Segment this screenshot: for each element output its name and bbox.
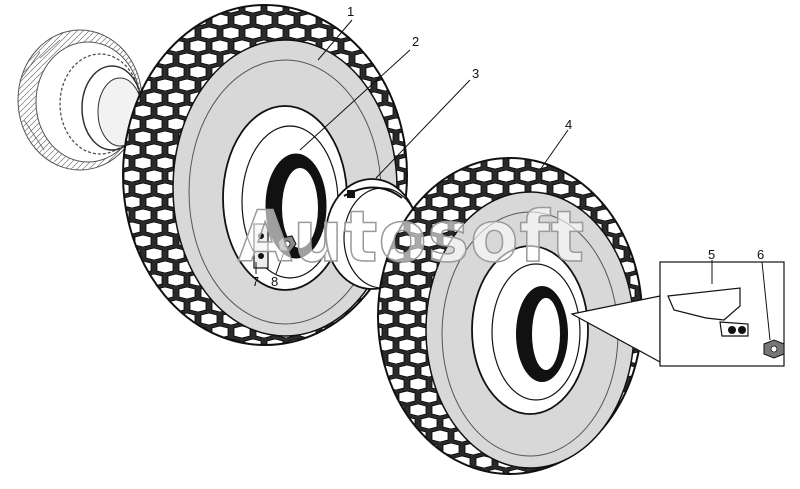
callout-3: 3 [472,66,480,81]
valve-assembly [253,223,297,269]
callout-1: 1 [347,4,355,19]
callout-4: 4 [565,117,573,132]
callout-5: 5 [708,247,716,262]
wheel-rim [17,29,143,171]
tire-4 [377,157,643,475]
callout-6: 6 [757,247,765,262]
callout-7: 7 [252,274,260,289]
tire-1 [122,4,408,346]
detail-view [570,261,785,367]
leader-lines [255,19,771,341]
callout-8: 8 [271,274,279,289]
callout-2: 2 [412,34,420,49]
